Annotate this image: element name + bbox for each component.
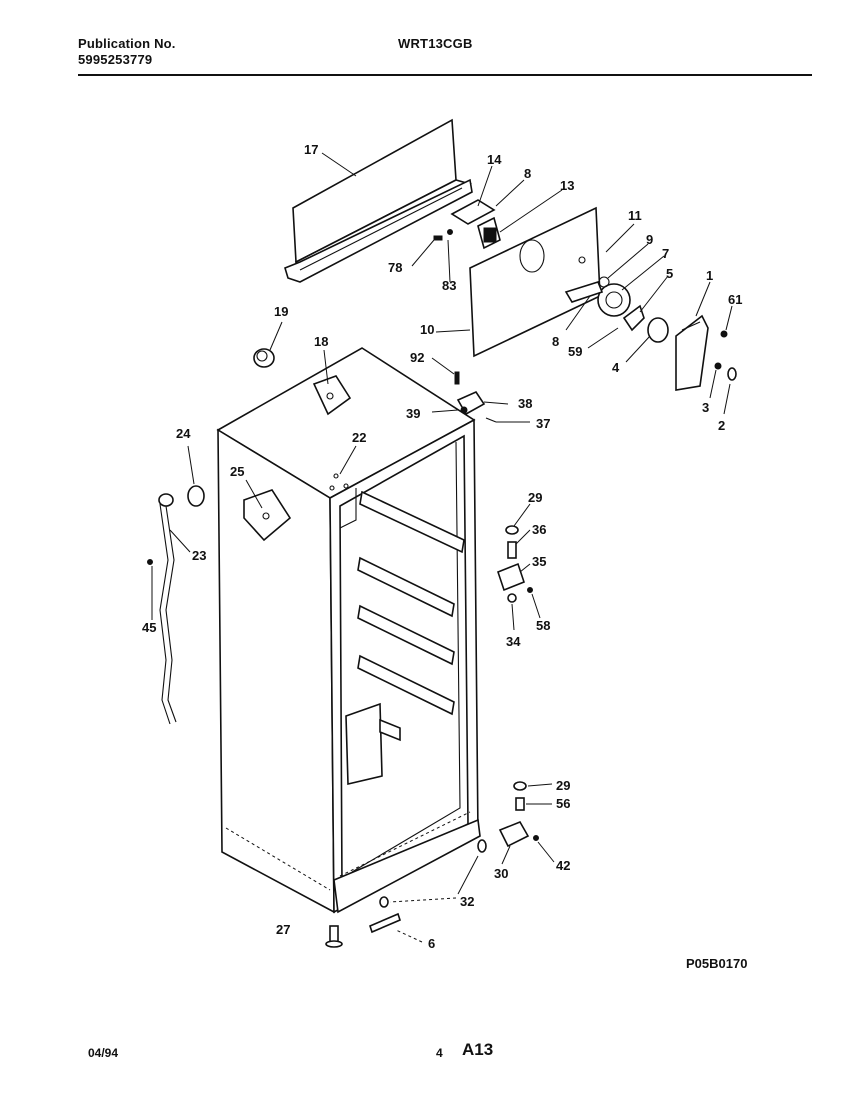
callout-25: 25 bbox=[230, 464, 244, 479]
middle-hinge-parts bbox=[497, 525, 533, 603]
part-19-grommet bbox=[253, 348, 275, 368]
callout-45: 45 bbox=[142, 620, 156, 635]
callout-18: 18 bbox=[314, 334, 328, 349]
callout-39: 39 bbox=[406, 406, 420, 421]
part-23-drain-tube bbox=[147, 485, 205, 725]
footer-section: A13 bbox=[462, 1040, 494, 1059]
part-5-fan-blade bbox=[622, 304, 645, 332]
callout-17: 17 bbox=[304, 142, 318, 157]
callout-10: 10 bbox=[420, 322, 434, 337]
callout-8-bottom: 8 bbox=[552, 334, 559, 349]
footer-date: 04/94 bbox=[88, 1046, 119, 1060]
publication-number: 5995253779 bbox=[78, 52, 153, 67]
callout-83: 83 bbox=[442, 278, 456, 293]
callout-27: 27 bbox=[276, 922, 290, 937]
callout-59: 58 bbox=[536, 618, 550, 633]
publication-label: Publication No. bbox=[78, 36, 176, 51]
callout-29-top: 29 bbox=[528, 490, 542, 505]
callout-1: 1 bbox=[706, 268, 713, 283]
callout-labels: 17 14 8 13 11 9 7 5 1 61 78 83 10 8 59 4… bbox=[142, 142, 742, 951]
callout-11: 11 bbox=[628, 208, 642, 223]
bottom-parts-32-27-6 bbox=[325, 839, 487, 948]
bottom-hinge-parts bbox=[498, 781, 539, 848]
header-rule bbox=[78, 74, 812, 76]
parts-78-83-screws bbox=[433, 229, 453, 241]
callout-30: 30 bbox=[494, 866, 508, 881]
leader-lines bbox=[151, 152, 733, 943]
callout-6: 6 bbox=[428, 936, 435, 951]
callout-61: 61 bbox=[728, 292, 742, 307]
callout-2: 2 bbox=[718, 418, 725, 433]
callout-19: 19 bbox=[274, 304, 288, 319]
part-4-motor bbox=[647, 317, 669, 343]
callout-36: 36 bbox=[532, 522, 546, 537]
callout-56: 56 bbox=[556, 796, 570, 811]
cabinet bbox=[216, 347, 481, 914]
callout-4: 4 bbox=[612, 360, 620, 375]
callout-23: 23 bbox=[192, 548, 206, 563]
callout-32: 32 bbox=[460, 894, 474, 909]
diagram-code: P05B0170 bbox=[686, 956, 747, 971]
callout-5: 5 bbox=[666, 266, 673, 281]
footer-page-number: 4 bbox=[436, 1046, 443, 1060]
callout-34: 34 bbox=[506, 634, 521, 649]
top-hinge-parts bbox=[454, 371, 497, 423]
part-9-fan-assembly bbox=[564, 276, 631, 317]
callout-9: 9 bbox=[646, 232, 653, 247]
callout-38: 38 bbox=[518, 396, 532, 411]
callout-8-top: 8 bbox=[524, 166, 531, 181]
callout-13: 13 bbox=[560, 178, 574, 193]
callout-37: 37 bbox=[536, 416, 550, 431]
callout-92: 92 bbox=[410, 350, 424, 365]
callout-24: 24 bbox=[176, 426, 191, 441]
callout-22: 22 bbox=[352, 430, 366, 445]
part-14-control-bracket bbox=[450, 199, 501, 250]
part-1-bracket bbox=[675, 314, 709, 391]
callout-78: 78 bbox=[388, 260, 402, 275]
callout-58: 59 bbox=[568, 344, 582, 359]
part-17-top-cover bbox=[284, 118, 473, 283]
model-number: WRT13CGB bbox=[398, 36, 473, 51]
callout-14: 14 bbox=[487, 152, 502, 167]
callout-3: 3 bbox=[702, 400, 709, 415]
callout-29-bottom: 29 bbox=[556, 778, 570, 793]
callout-7: 7 bbox=[662, 246, 669, 261]
callout-42: 42 bbox=[556, 858, 570, 873]
parts-small-hardware-right bbox=[714, 330, 737, 381]
callout-35: 35 bbox=[532, 554, 546, 569]
